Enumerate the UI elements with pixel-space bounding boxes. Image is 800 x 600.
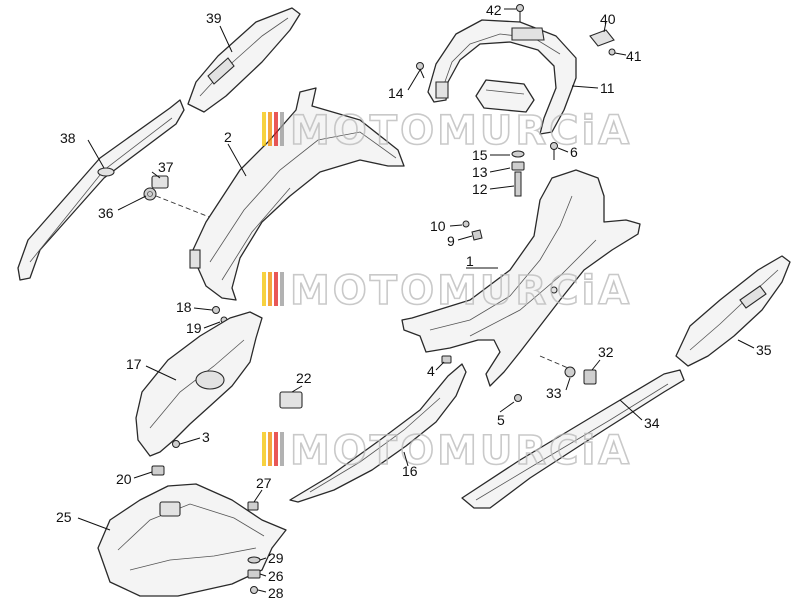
callout-5: 5 bbox=[497, 412, 505, 428]
watermark-3: MOTOMURCiA bbox=[262, 427, 632, 475]
callout-19: 19 bbox=[186, 320, 202, 336]
callout-41: 41 bbox=[626, 48, 642, 64]
part-25-floor-tray bbox=[97, 483, 287, 597]
part-18-screw bbox=[212, 306, 220, 314]
callout-11: 11 bbox=[600, 80, 615, 96]
part-32-clip bbox=[583, 369, 597, 385]
callout-20: 20 bbox=[116, 471, 132, 487]
callout-37: 37 bbox=[158, 159, 174, 175]
part-14-screw bbox=[416, 62, 425, 79]
watermark-stripe bbox=[262, 432, 266, 466]
callout-39: 39 bbox=[206, 10, 222, 26]
callout-26: 26 bbox=[268, 568, 284, 584]
part-1-rear-body bbox=[401, 169, 641, 387]
part-3-screw bbox=[172, 440, 180, 448]
part-37-clip bbox=[151, 175, 169, 189]
callout-18: 18 bbox=[176, 299, 192, 315]
part-42-screw bbox=[516, 4, 524, 22]
part-6-screw bbox=[550, 142, 558, 160]
part-20-clip bbox=[151, 465, 165, 476]
part-15-washer bbox=[511, 150, 525, 158]
callout-32: 32 bbox=[598, 344, 614, 360]
watermark-stripe bbox=[262, 112, 266, 146]
callout-3: 3 bbox=[202, 429, 210, 445]
callout-22: 22 bbox=[296, 370, 312, 386]
part-41-screw bbox=[608, 48, 616, 56]
part-5-screw bbox=[514, 394, 522, 402]
part-10-screw bbox=[462, 220, 470, 228]
part-12-bolt bbox=[514, 171, 522, 197]
callout-35: 35 bbox=[756, 342, 772, 358]
assembly-line-33 bbox=[539, 355, 569, 369]
watermark-stripe bbox=[262, 272, 266, 306]
callout-33: 33 bbox=[546, 385, 562, 401]
callout-25: 25 bbox=[56, 509, 72, 525]
callout-12: 12 bbox=[472, 181, 488, 197]
watermark-text: MOTOMURCiA bbox=[290, 108, 632, 154]
callout-28: 28 bbox=[268, 585, 284, 600]
watermark-layer: MOTOMURCiA MOTOMURCiA MOTOMURCiA bbox=[262, 107, 632, 475]
callout-13: 13 bbox=[472, 164, 488, 180]
part-11-grab-handle bbox=[427, 19, 577, 135]
callout-16: 16 bbox=[402, 463, 418, 479]
watermark-stripe bbox=[268, 432, 272, 466]
part-26-nut bbox=[247, 569, 261, 579]
callout-4: 4 bbox=[427, 363, 435, 379]
part-29-washer bbox=[247, 556, 261, 564]
watermark-stripe bbox=[280, 432, 284, 466]
watermark-1: MOTOMURCiA bbox=[262, 107, 632, 155]
callout-42: 42 bbox=[486, 2, 502, 18]
watermark-stripe bbox=[268, 272, 272, 306]
part-13-nut bbox=[511, 161, 525, 171]
callout-1: 1 bbox=[466, 253, 474, 269]
callout-27: 27 bbox=[256, 475, 272, 491]
watermark-stripe bbox=[280, 112, 284, 146]
callout-38: 38 bbox=[60, 130, 76, 146]
callout-numbers: 1 2 3 4 5 6 9 10 11 12 13 14 15 16 17 18… bbox=[56, 2, 772, 600]
callout-14: 14 bbox=[388, 85, 404, 101]
part-2-left-side-panel bbox=[189, 87, 405, 301]
part-36-nut bbox=[143, 187, 157, 201]
part-33-nut bbox=[564, 366, 576, 378]
callout-34: 34 bbox=[644, 415, 660, 431]
watermark-text: MOTOMURCiA bbox=[290, 268, 632, 314]
watermark-stripe bbox=[274, 272, 278, 306]
watermark-stripe bbox=[268, 112, 272, 146]
callout-40: 40 bbox=[600, 11, 616, 27]
part-39-upper-panel bbox=[187, 7, 301, 113]
part-4-clip bbox=[441, 355, 452, 364]
callout-15: 15 bbox=[472, 147, 488, 163]
part-22-pad bbox=[279, 391, 303, 409]
watermark-2: MOTOMURCiA bbox=[262, 267, 632, 315]
part-17-left-lower-panel bbox=[135, 311, 263, 457]
leader-lines bbox=[77, 8, 755, 593]
part-35-right-side-panel bbox=[675, 255, 791, 367]
watermark-stripe bbox=[274, 112, 278, 146]
part-34-lower-strip bbox=[461, 369, 685, 509]
callout-2: 2 bbox=[224, 129, 232, 145]
callout-9: 9 bbox=[447, 233, 455, 249]
callout-6: 6 bbox=[570, 144, 578, 160]
watermark-stripe bbox=[274, 432, 278, 466]
callout-29: 29 bbox=[268, 550, 284, 566]
part-28-screw bbox=[250, 586, 258, 594]
callout-17: 17 bbox=[126, 356, 142, 372]
part-38-side-strip bbox=[17, 99, 185, 281]
part-40-plate bbox=[589, 29, 615, 47]
callout-36: 36 bbox=[98, 205, 114, 221]
part-27-clip bbox=[247, 501, 259, 511]
part-9-clip bbox=[471, 229, 483, 241]
callout-10: 10 bbox=[430, 218, 446, 234]
watermark-text: MOTOMURCiA bbox=[290, 428, 632, 474]
part-handle-bracket bbox=[475, 79, 535, 113]
part-16-lower-center-panel bbox=[289, 363, 467, 503]
watermark-stripe bbox=[280, 272, 284, 306]
